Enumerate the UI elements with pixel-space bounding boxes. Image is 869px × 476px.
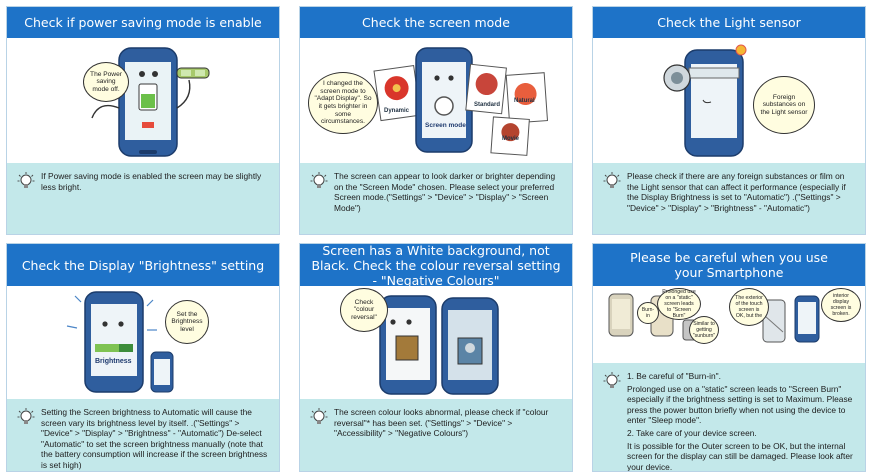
card-brightness: Check the Display "Brightness" setting B… (6, 243, 280, 472)
label-screen-mode: Screen mode (425, 122, 466, 129)
lightbulb-icon (17, 171, 35, 189)
card-title: Check the screen mode (300, 7, 572, 38)
illustration: Check "colour reversal" (300, 286, 572, 399)
colour-reversal-illustration (379, 295, 499, 395)
screen-mode-illustration (373, 47, 549, 156)
label-standard: Standard (474, 102, 501, 108)
card-title: Please be careful when you use your Smar… (593, 244, 865, 286)
speech-bubble: Set the Brightness level (165, 300, 209, 344)
phone-power-saving-illustration (91, 47, 210, 157)
lightbulb-icon (603, 171, 621, 189)
tip-text: The screen colour looks abnormal, please… (334, 407, 549, 439)
bubble-burn-in: Burn-in (637, 302, 659, 324)
illustration: I changed the screen mode to "Adapt Disp… (300, 38, 572, 163)
tip-text: Please check if there are any foreign su… (627, 171, 846, 213)
card-title: Screen has a White background, not Black… (300, 244, 572, 288)
lightbulb-icon (603, 371, 621, 389)
bubble-exterior: The exterior of the touch screen is OK, … (729, 288, 769, 326)
lightbulb-icon (310, 407, 328, 425)
light-sensor-illustration (663, 44, 747, 157)
tip-panel: If Power saving mode is enabled the scre… (7, 163, 279, 234)
speech-bubble: I changed the screen mode to "Adapt Disp… (308, 72, 378, 134)
card-title: Check if power saving mode is enable (7, 7, 279, 38)
speech-bubble: The Power saving mode off. (83, 62, 129, 102)
tip-panel: The screen can appear to look darker or … (300, 163, 572, 234)
tip-line-1: 1. Be careful of "Burn-in". (627, 371, 721, 381)
speech-bubble: Check "colour reversal" (340, 288, 388, 332)
label-movie: Movie (502, 136, 520, 142)
label-natural: Natural (514, 98, 535, 104)
card-title: Check the Light sensor (593, 7, 865, 38)
tip-line-3: 2. Take care of your device screen. (627, 427, 757, 438)
tip-text: If Power saving mode is enabled the scre… (41, 171, 262, 192)
bubble-interior: interior display screen is broken. (821, 288, 861, 322)
tip-line-4: It is possible for the Outer screen to b… (627, 440, 853, 472)
tip-panel: 1. Be careful of "Burn-in". Prolonged us… (593, 363, 865, 471)
screen-label-brightness: Brightness (95, 358, 132, 365)
lightbulb-icon (310, 171, 328, 189)
card-title: Check the Display "Brightness" setting (7, 244, 279, 286)
illustration: Foreign substances on the Light sensor (593, 38, 865, 163)
speech-bubble: Foreign substances on the Light sensor (753, 76, 815, 134)
card-colour-reversal: Screen has a White background, not Black… (299, 243, 573, 472)
tip-panel: Setting the Screen brightness to Automat… (7, 399, 279, 471)
tip-text: 1. Be careful of "Burn-in". Prolonged us… (627, 371, 857, 472)
illustration: Prolonged use on a "static" screen leads… (593, 286, 865, 363)
tip-line-2: Prolonged use on a "static" screen leads… (627, 383, 853, 426)
tip-panel: Please check if there are any foreign su… (593, 163, 865, 234)
lightbulb-icon (17, 407, 35, 425)
label-dynamic: Dynamic (384, 108, 410, 114)
card-screen-mode: Check the screen mode I changed the scre… (299, 6, 573, 235)
bubble-static-screen: Prolonged use on a "static" screen leads… (657, 288, 701, 320)
card-light-sensor: Check the Light sensor Foreign substance… (592, 6, 866, 235)
card-power-saving: Check if power saving mode is enable The… (6, 6, 280, 235)
card-careful-use: Please be careful when you use your Smar… (592, 243, 866, 472)
tip-text: Setting the Screen brightness to Automat… (41, 407, 268, 470)
brightness-illustration (66, 291, 174, 393)
illustration: The Power saving mode off. (7, 38, 279, 163)
tip-text: The screen can appear to look darker or … (334, 171, 556, 213)
bubble-sunburn: Similar to getting "sunburn" (689, 316, 719, 344)
tip-panel: The screen colour looks abnormal, please… (300, 399, 572, 471)
illustration: Brightness Set the Brightness level (7, 286, 279, 399)
